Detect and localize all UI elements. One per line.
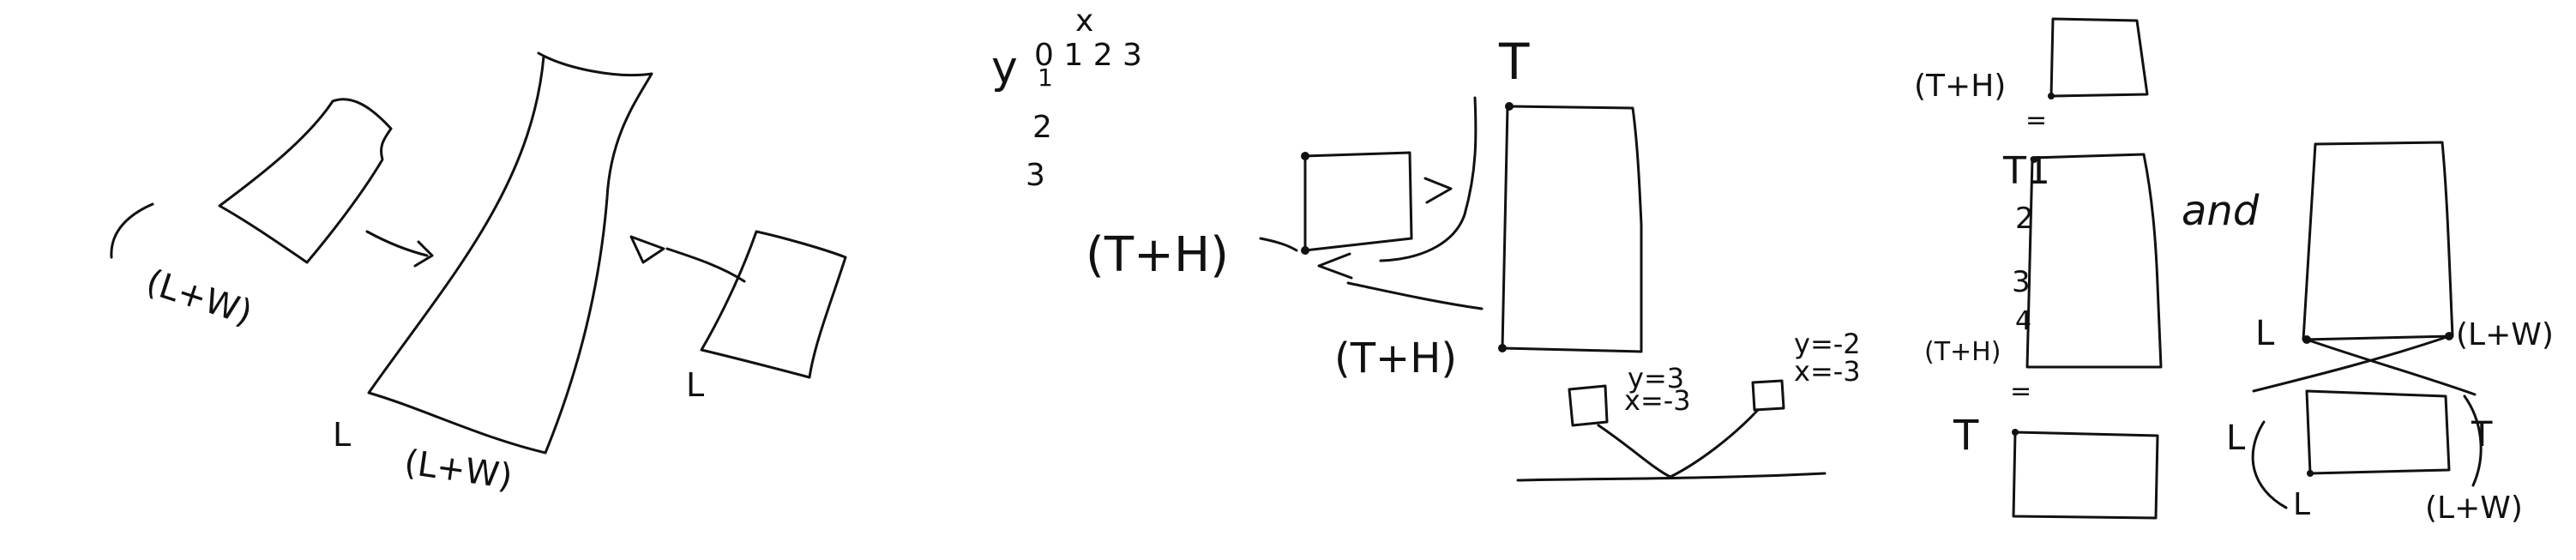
label-bottom-lw: (L+W) <box>2425 491 2523 526</box>
sketch-middle: y x 0 1 2 3 1 2 3 T (T+H) (T+H) y=3 x=-3… <box>991 3 1861 482</box>
dash-left <box>1259 237 1298 252</box>
label-bottom-l-left: L <box>2226 418 2246 458</box>
far-right-bottom-box <box>2305 389 2451 475</box>
ground-square-left <box>1568 384 1609 427</box>
corner-bottom-dot <box>1498 344 1507 352</box>
sketch-right: (T+H) = T1 2 3 4 (T+H) = T and L (L+W) L… <box>1914 17 2554 526</box>
label-t1: T1 <box>2002 149 2050 193</box>
bottom-box <box>2012 431 2159 520</box>
axis-x-label: x <box>1075 3 1093 39</box>
num-4: 4 <box>2015 306 2031 336</box>
y-tick-1: 1 <box>1038 63 1053 92</box>
top-box-dot <box>2048 93 2055 99</box>
axis-y-label: y <box>991 42 1018 93</box>
small-square <box>1303 151 1413 252</box>
swipe-line <box>1346 281 1484 310</box>
lower-box-dot <box>2307 470 2314 477</box>
middle-box-dot <box>2031 156 2037 163</box>
small-tile-left <box>218 98 393 264</box>
label-right-l: L <box>686 366 704 404</box>
label-l: L <box>2255 314 2275 353</box>
label-top-th: (T+H) <box>1914 69 2006 104</box>
label-bottom-t: T <box>2471 415 2493 455</box>
ground-curve <box>1597 408 1760 479</box>
arrow-left-shaft <box>665 247 746 283</box>
label-bottom-t: T <box>1953 412 1979 460</box>
bottom-box-dot <box>2012 429 2019 436</box>
small-tile-right <box>700 230 847 379</box>
coord-left-x: x=-3 <box>1624 384 1691 417</box>
label-bottom-lw: (L+W) <box>402 443 515 497</box>
tall-slab <box>367 51 653 455</box>
arrow-right-head <box>413 240 434 268</box>
square-top-dot <box>1301 152 1309 160</box>
label-left-lw: (L+W) <box>141 262 257 334</box>
square-bottom-dot <box>1301 246 1309 255</box>
coord-left-y: y=3 <box>1628 362 1684 394</box>
num-3: 3 <box>2012 265 2031 299</box>
label-left-th: (T+H) <box>1086 227 1229 283</box>
far-right-top-box <box>2302 141 2454 341</box>
ground-square-right <box>1751 379 1785 412</box>
cross-line-a <box>2305 338 2477 396</box>
tall-rectangle <box>1501 105 1643 353</box>
arrow-left-head <box>629 235 665 264</box>
arrow-gt <box>1423 177 1453 204</box>
sketch-left: (L+W) L L (L+W) <box>110 51 847 497</box>
label-top-t: T <box>1498 33 1530 91</box>
corner-top-dot <box>1505 102 1514 111</box>
arrow-lt <box>1317 252 1353 280</box>
top-box <box>2049 17 2149 98</box>
label-bottom-l: L <box>2293 487 2310 522</box>
coord-right-y: y=-2 <box>1794 328 1861 360</box>
equals-2: = <box>2010 376 2031 406</box>
label-mid-th: (T+H) <box>1924 337 2001 367</box>
curve-left-bottom <box>2251 420 2288 509</box>
and-label: and <box>2182 187 2260 235</box>
y-tick-3: 3 <box>1026 158 1045 193</box>
coord-right-x: x=-3 <box>1794 355 1861 388</box>
equals-1: = <box>2025 105 2047 135</box>
curve-right-bottom <box>2463 394 2483 487</box>
arrow-right-shaft <box>365 230 429 257</box>
label-lw: (L+W) <box>2456 317 2554 352</box>
x-ticks: 0 1 2 3 <box>1034 38 1142 73</box>
tile-left-curl <box>110 202 154 259</box>
label-bottom-th: (T+H) <box>1334 334 1457 382</box>
ground-line <box>1516 472 1827 482</box>
cross-line-b <box>2252 334 2451 393</box>
num-2: 2 <box>2015 202 2034 236</box>
rotation-curve <box>1379 96 1478 262</box>
label-bottom-l: L <box>333 416 351 454</box>
y-tick-2: 2 <box>1032 110 1052 145</box>
middle-box <box>2025 153 2163 369</box>
